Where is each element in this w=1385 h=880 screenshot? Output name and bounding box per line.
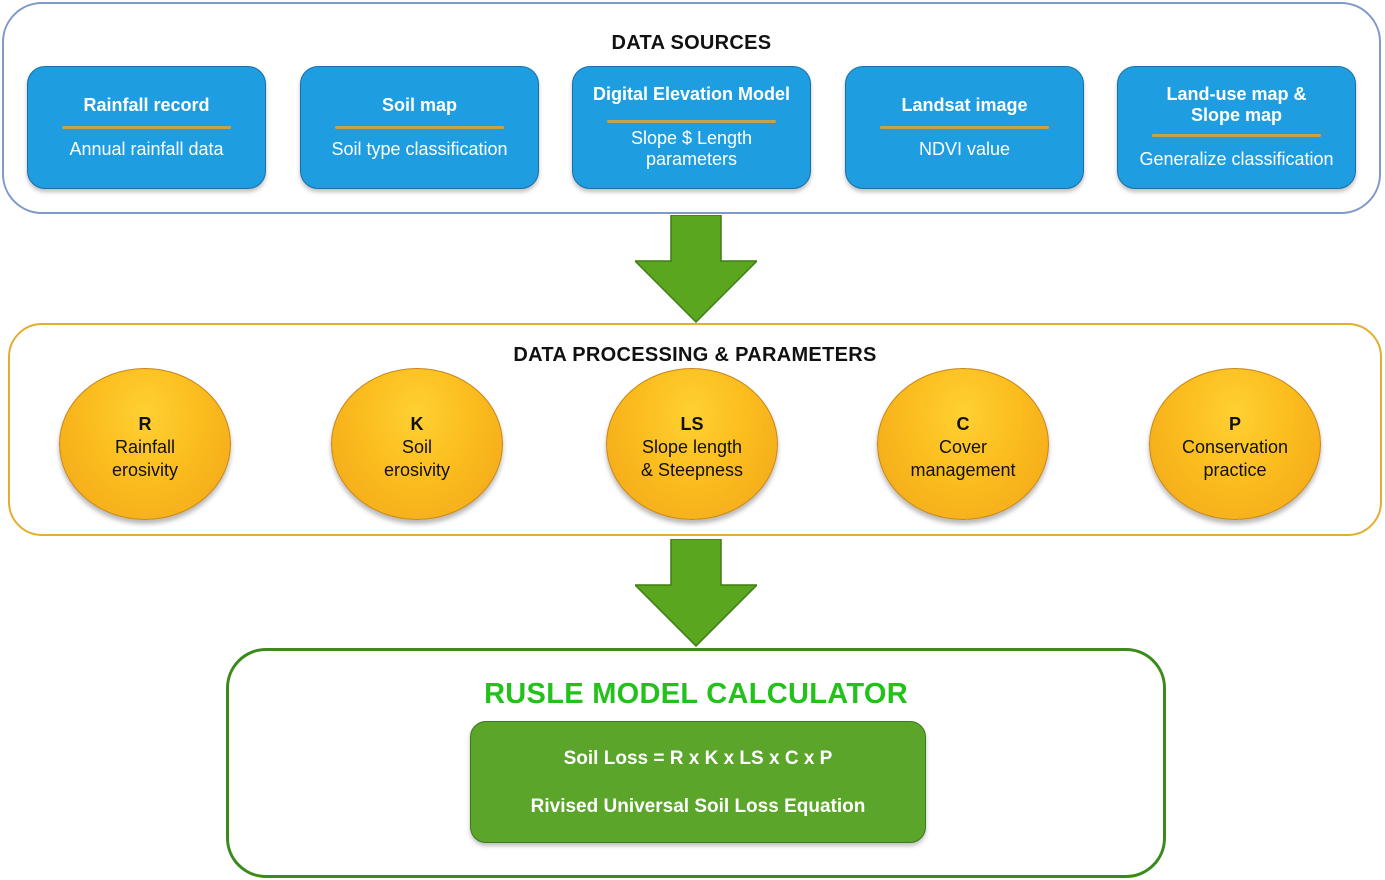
source-card-subtitle-line: parameters — [645, 149, 738, 169]
param-r-circle: R Rainfall erosivity — [59, 368, 231, 520]
source-card-title: Landsat image — [901, 95, 1028, 115]
source-card-title: Land-use map & Slope map — [1122, 84, 1351, 126]
param-label: erosivity — [111, 460, 178, 480]
source-card-subtitle: Soil type classification — [331, 139, 508, 159]
model-name: Rivised Universal Soil Loss Equation — [530, 796, 866, 817]
source-card-subtitle: Annual rainfall data — [69, 139, 224, 159]
model-equation: Soil Loss = R x K x LS x C x P — [563, 748, 833, 769]
param-ls-circle: LS Slope length & Steepness — [606, 368, 778, 520]
source-card-land-use: Land-use map & Slope map Generalize clas… — [1117, 66, 1356, 189]
param-symbol: R — [138, 414, 152, 434]
data-sources-panel: DATA SOURCES Rainfall record Annual rain… — [2, 2, 1381, 214]
param-label: Soil — [401, 437, 432, 457]
param-label: practice — [1203, 460, 1267, 480]
param-label: erosivity — [383, 460, 450, 480]
card-divider — [880, 126, 1049, 129]
down-arrow-icon — [635, 539, 757, 647]
param-symbol: LS — [680, 414, 704, 434]
source-card-title: Digital Elevation Model — [592, 84, 791, 104]
source-card-title: Soil map — [381, 95, 457, 115]
source-card-subtitle: Slope $ Length parameters — [577, 128, 806, 170]
source-card-soil-map: Soil map Soil type classification — [300, 66, 539, 189]
down-arrow-icon — [635, 215, 757, 323]
param-symbol: K — [410, 414, 424, 434]
source-card-subtitle-line: Slope $ Length — [630, 128, 753, 148]
source-card-rainfall: Rainfall record Annual rainfall data — [27, 66, 266, 189]
card-divider — [335, 126, 504, 129]
data-sources-title: DATA SOURCES — [611, 32, 772, 54]
source-card-title: Rainfall record — [83, 95, 210, 115]
param-label: management — [910, 460, 1016, 480]
card-divider — [1152, 134, 1321, 137]
param-c-circle: C Cover management — [877, 368, 1049, 520]
param-label: Cover — [938, 437, 987, 457]
param-label: Rainfall — [114, 437, 176, 457]
model-equation-card: Soil Loss = R x K x LS x C x P Rivised U… — [470, 721, 926, 843]
param-k-circle: K Soil erosivity — [331, 368, 503, 520]
card-divider — [607, 120, 776, 123]
card-divider — [62, 126, 231, 129]
source-card-landsat: Landsat image NDVI value — [845, 66, 1084, 189]
data-processing-title: DATA PROCESSING & PARAMETERS — [513, 344, 877, 366]
source-card-dem: Digital Elevation Model Slope $ Length p… — [572, 66, 811, 189]
rusle-model-panel: RUSLE MODEL CALCULATOR Soil Loss = R x K… — [226, 648, 1166, 878]
source-card-title-line: Slope map — [1190, 105, 1283, 125]
param-label: Conservation — [1181, 437, 1289, 457]
source-card-subtitle: NDVI value — [918, 139, 1011, 159]
param-label: & Steepness — [640, 460, 744, 480]
param-symbol: P — [1228, 414, 1241, 434]
source-card-subtitle: Generalize classification — [1139, 149, 1334, 169]
param-label: Slope length — [641, 437, 743, 457]
param-p-circle: P Conservation practice — [1149, 368, 1321, 520]
param-symbol: C — [956, 414, 970, 434]
source-card-title-line: Land-use map & — [1166, 84, 1307, 104]
model-title: RUSLE MODEL CALCULATOR — [484, 678, 908, 710]
